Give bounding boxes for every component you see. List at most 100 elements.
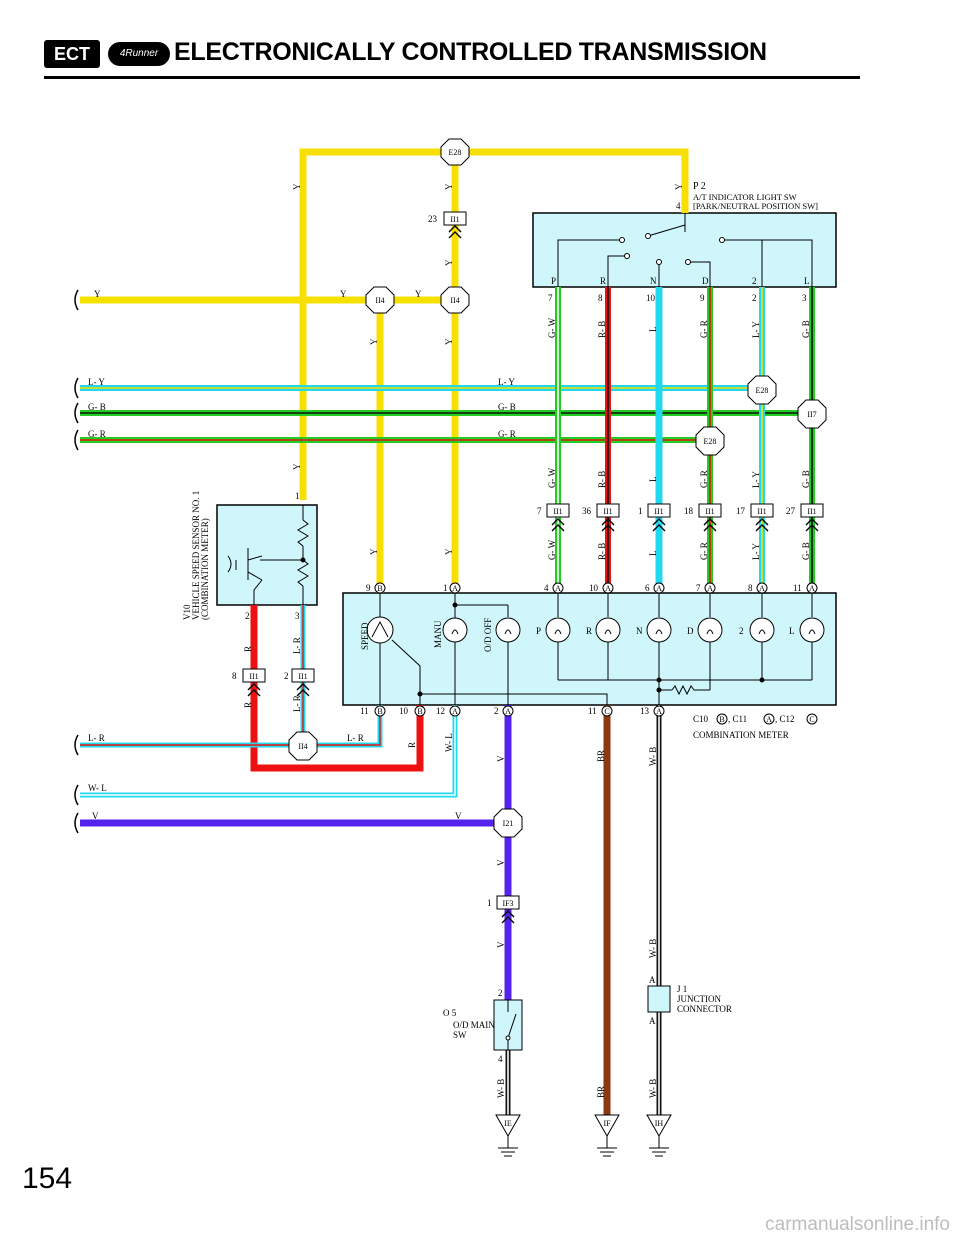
o5-pin-4: 4: [498, 1054, 503, 1064]
v10-sub: (COMBINATION METER): [200, 518, 210, 620]
term-a-8: A: [759, 584, 765, 593]
wl-br-2: BR: [596, 1086, 606, 1098]
term-a-7: A: [707, 584, 713, 593]
wl-lr-left: L- R: [88, 733, 105, 743]
j1-junction-body: [647, 985, 671, 1013]
combination-meter-panel: [342, 592, 837, 706]
conn-ii4-right: II4: [450, 296, 459, 305]
ground-ih: IH: [655, 1119, 664, 1128]
v10-pin-1: 1: [295, 491, 300, 501]
term-a-10: A: [605, 584, 611, 593]
red-wire: [250, 605, 424, 772]
wl-r-3: R: [407, 742, 417, 748]
term-a-6: A: [656, 584, 662, 593]
octagon-connectors: [288, 138, 827, 838]
wl-gb-left: G- B: [88, 402, 106, 412]
pin-row-36: 36: [582, 506, 592, 516]
p2-pos-d: D: [702, 276, 709, 286]
j1-name: JUNCTION: [677, 994, 721, 1004]
v10-code: V10: [182, 604, 192, 620]
wl-v-2: V: [496, 859, 506, 866]
meter-bot-pin-11: 11: [360, 706, 369, 716]
conn-e28-top: E28: [449, 148, 462, 157]
v10-pin-3: 3: [295, 611, 300, 621]
wl-y-10: Y: [292, 463, 302, 470]
p2-pos-r: R: [600, 276, 606, 286]
j1-sub: CONNECTOR: [677, 1004, 732, 1014]
pin-p2-4: 4: [676, 201, 681, 211]
p2-pos-l: L: [804, 276, 810, 286]
page-header: ECT 4Runner ELECTRONICALLY CONTROLLED TR…: [44, 36, 860, 79]
wl-y-1: Y: [292, 183, 302, 190]
wl-wb-4: W- B: [496, 1079, 506, 1098]
wl-y-9: Y: [444, 338, 454, 345]
term-a-4: A: [555, 584, 561, 593]
meter-top-pin-10: 10: [589, 583, 599, 593]
o5-pin-2: 2: [498, 988, 503, 998]
term-a-1: A: [452, 584, 458, 593]
wl-r-1: R: [243, 646, 253, 652]
box-connectors: [242, 211, 824, 910]
wl-v-mid: V: [455, 811, 462, 821]
meter-letter-p: P: [536, 626, 541, 636]
wl-ly-2: L- Y: [751, 471, 761, 488]
terminal-circles: [374, 582, 818, 725]
conn-ii4-bottom: II4: [298, 742, 307, 751]
meter-top-pin-11: 11: [793, 583, 802, 593]
pin-row-17: 17: [736, 506, 746, 516]
j1-code: J 1: [677, 984, 687, 994]
meter-bot-pin-12: 12: [436, 706, 445, 716]
meter-top-pin-7: 7: [696, 583, 701, 593]
term-b-11b: B: [377, 707, 382, 716]
term-b-9: B: [377, 584, 382, 593]
wl-wl-left: W- L: [88, 783, 107, 793]
legend-a: A: [766, 715, 772, 724]
meter-top-pin-1: 1: [443, 583, 448, 593]
p2-pin-9: 9: [700, 293, 705, 303]
wl-gw-1: G- W: [547, 317, 557, 338]
pin-row-1: 1: [638, 506, 643, 516]
wl-wb-3: W- B: [648, 1079, 658, 1098]
wl-l-1: L: [648, 327, 658, 333]
term-a-12: A: [452, 707, 458, 716]
page-number: 154: [22, 1162, 73, 1195]
wl-gr-1: G- R: [699, 320, 709, 338]
page-title: ELECTRONICALLY CONTROLLED TRANSMISSION: [174, 38, 767, 66]
wl-y-7: Y: [415, 289, 422, 299]
wl-y-2: Y: [444, 183, 454, 190]
wl-gr-mid: G- R: [498, 429, 516, 439]
meter-od-off: O/D OFF: [483, 618, 493, 652]
wl-lr-mid: L- R: [347, 733, 364, 743]
wl-v-left: V: [92, 811, 99, 821]
wl-wb-1: W- B: [648, 747, 658, 766]
conn-i21: I21: [503, 819, 514, 828]
p2-switch-internals: [557, 213, 813, 287]
term-a-2: A: [505, 707, 511, 716]
j1-pin-top: A: [649, 975, 656, 985]
meter-top-pin-4: 4: [544, 583, 549, 593]
pin-ii1-23: 23: [428, 214, 438, 224]
pin-ii1-2: 2: [284, 671, 289, 681]
meter-code-c10: C10: [693, 714, 709, 724]
meter-bot-pin-11c: 11: [588, 706, 597, 716]
meter-top-pin-6: 6: [645, 583, 650, 593]
wl-wb-2: W- B: [648, 939, 658, 958]
lr-wire: [80, 605, 383, 748]
ground-symbols: [495, 1114, 672, 1157]
conn-ii1-b: II1: [603, 507, 612, 516]
wl-y-12: Y: [444, 548, 454, 555]
model-badge: 4Runner: [108, 42, 170, 66]
term-a-11: A: [809, 584, 815, 593]
connector-chevrons: [247, 225, 819, 924]
wl-v-3: V: [496, 941, 506, 948]
conn-if3: IF3: [502, 899, 513, 908]
wl-l-2: L: [648, 477, 658, 483]
ground-if: IF: [603, 1119, 611, 1128]
pin-row-7: 7: [537, 506, 542, 516]
p2-code: P 2: [693, 181, 706, 192]
j1-pin-bot: A: [649, 1016, 656, 1026]
pin-ii1-8: 8: [232, 671, 237, 681]
wl-y-6: Y: [340, 289, 347, 299]
pin-row-27: 27: [786, 506, 796, 516]
